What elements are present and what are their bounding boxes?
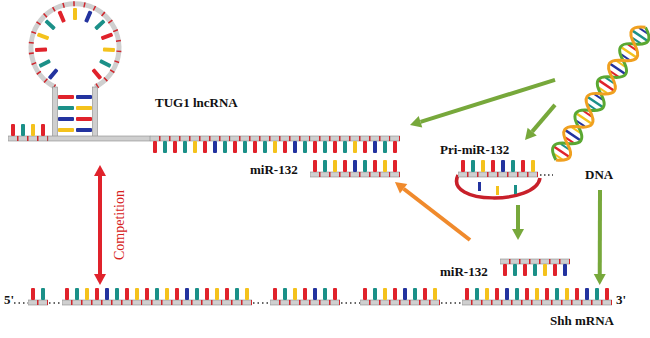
dna-helix: [548, 22, 650, 166]
molecule-label: miR-132: [440, 264, 488, 279]
pri-mirna: [457, 158, 553, 198]
arrow-head: [94, 165, 106, 176]
pri-mirna-molecule: Pri-miR-132: [440, 140, 550, 205]
connector-line: [532, 105, 555, 132]
molecule-label: miR-132: [250, 162, 298, 177]
stem-backbone: [53, 87, 58, 138]
connector-arrow: [395, 182, 470, 240]
base: [44, 19, 56, 30]
dotted-continuation: [540, 174, 553, 176]
base: [58, 106, 74, 110]
base: [38, 59, 51, 68]
connector-arrow: [94, 165, 106, 285]
base: [76, 117, 92, 121]
mirna-strand: [500, 258, 570, 278]
base: [514, 185, 517, 194]
connector-line: [516, 205, 520, 229]
arrow-head: [410, 116, 422, 127]
rna-strand: [150, 135, 400, 155]
edge-label: Competition: [112, 190, 128, 260]
arrow-head: [525, 128, 537, 140]
base: [73, 8, 77, 20]
connector-line: [421, 80, 555, 122]
mirna-molecule: miR-132: [440, 240, 575, 280]
base: [58, 128, 74, 132]
base: [91, 68, 102, 80]
base: [58, 117, 74, 121]
connector-line: [404, 189, 470, 240]
rna-strand: [8, 122, 48, 142]
lncrna-molecule: TUG1 lncRNA: [5, 2, 410, 165]
base: [496, 186, 499, 195]
base: [76, 106, 92, 110]
arrow-head: [594, 274, 606, 285]
molecule-label: Shh mRNA: [550, 313, 614, 328]
loop-joints: [31, 4, 119, 87]
stem-backbone: [93, 87, 98, 138]
end-label: 5': [4, 292, 14, 307]
base: [103, 47, 115, 52]
base: [35, 47, 47, 52]
base: [478, 182, 481, 191]
connector-arrow: [512, 205, 524, 240]
rna-strand: [458, 158, 538, 178]
mirna-strand: [310, 158, 400, 178]
arrow-head: [512, 229, 524, 240]
base: [76, 128, 92, 132]
pri-loop: [457, 175, 540, 198]
base: [58, 95, 74, 99]
arrow-head: [395, 182, 407, 193]
base: [76, 95, 92, 99]
end-label: 3': [616, 292, 626, 307]
connector-line: [98, 176, 102, 274]
connector-line: [598, 190, 602, 274]
loop-backbone: [31, 4, 119, 87]
base: [58, 10, 66, 23]
dna-molecule: DNA: [555, 5, 645, 190]
connector-arrow: [525, 105, 555, 140]
base: [94, 19, 106, 30]
base: [84, 10, 92, 23]
arrow-head: [94, 274, 106, 285]
lncrna-hairpin: [8, 4, 400, 155]
connector-arrow: [410, 80, 555, 128]
base: [48, 68, 59, 80]
base: [37, 32, 50, 40]
rna-backbone: [48, 136, 150, 141]
base: [101, 32, 114, 40]
base: [99, 59, 112, 68]
mrna-strand: [14, 286, 612, 306]
connector-arrow: [594, 190, 606, 285]
molecule-label: TUG1 lncRNA: [155, 95, 238, 110]
mirna-molecule: miR-132: [250, 152, 405, 182]
molecule-label: DNA: [585, 167, 613, 182]
molecule-label: Pri-miR-132: [440, 142, 509, 157]
mrna-molecule: Shh mRNA: [5, 285, 635, 335]
